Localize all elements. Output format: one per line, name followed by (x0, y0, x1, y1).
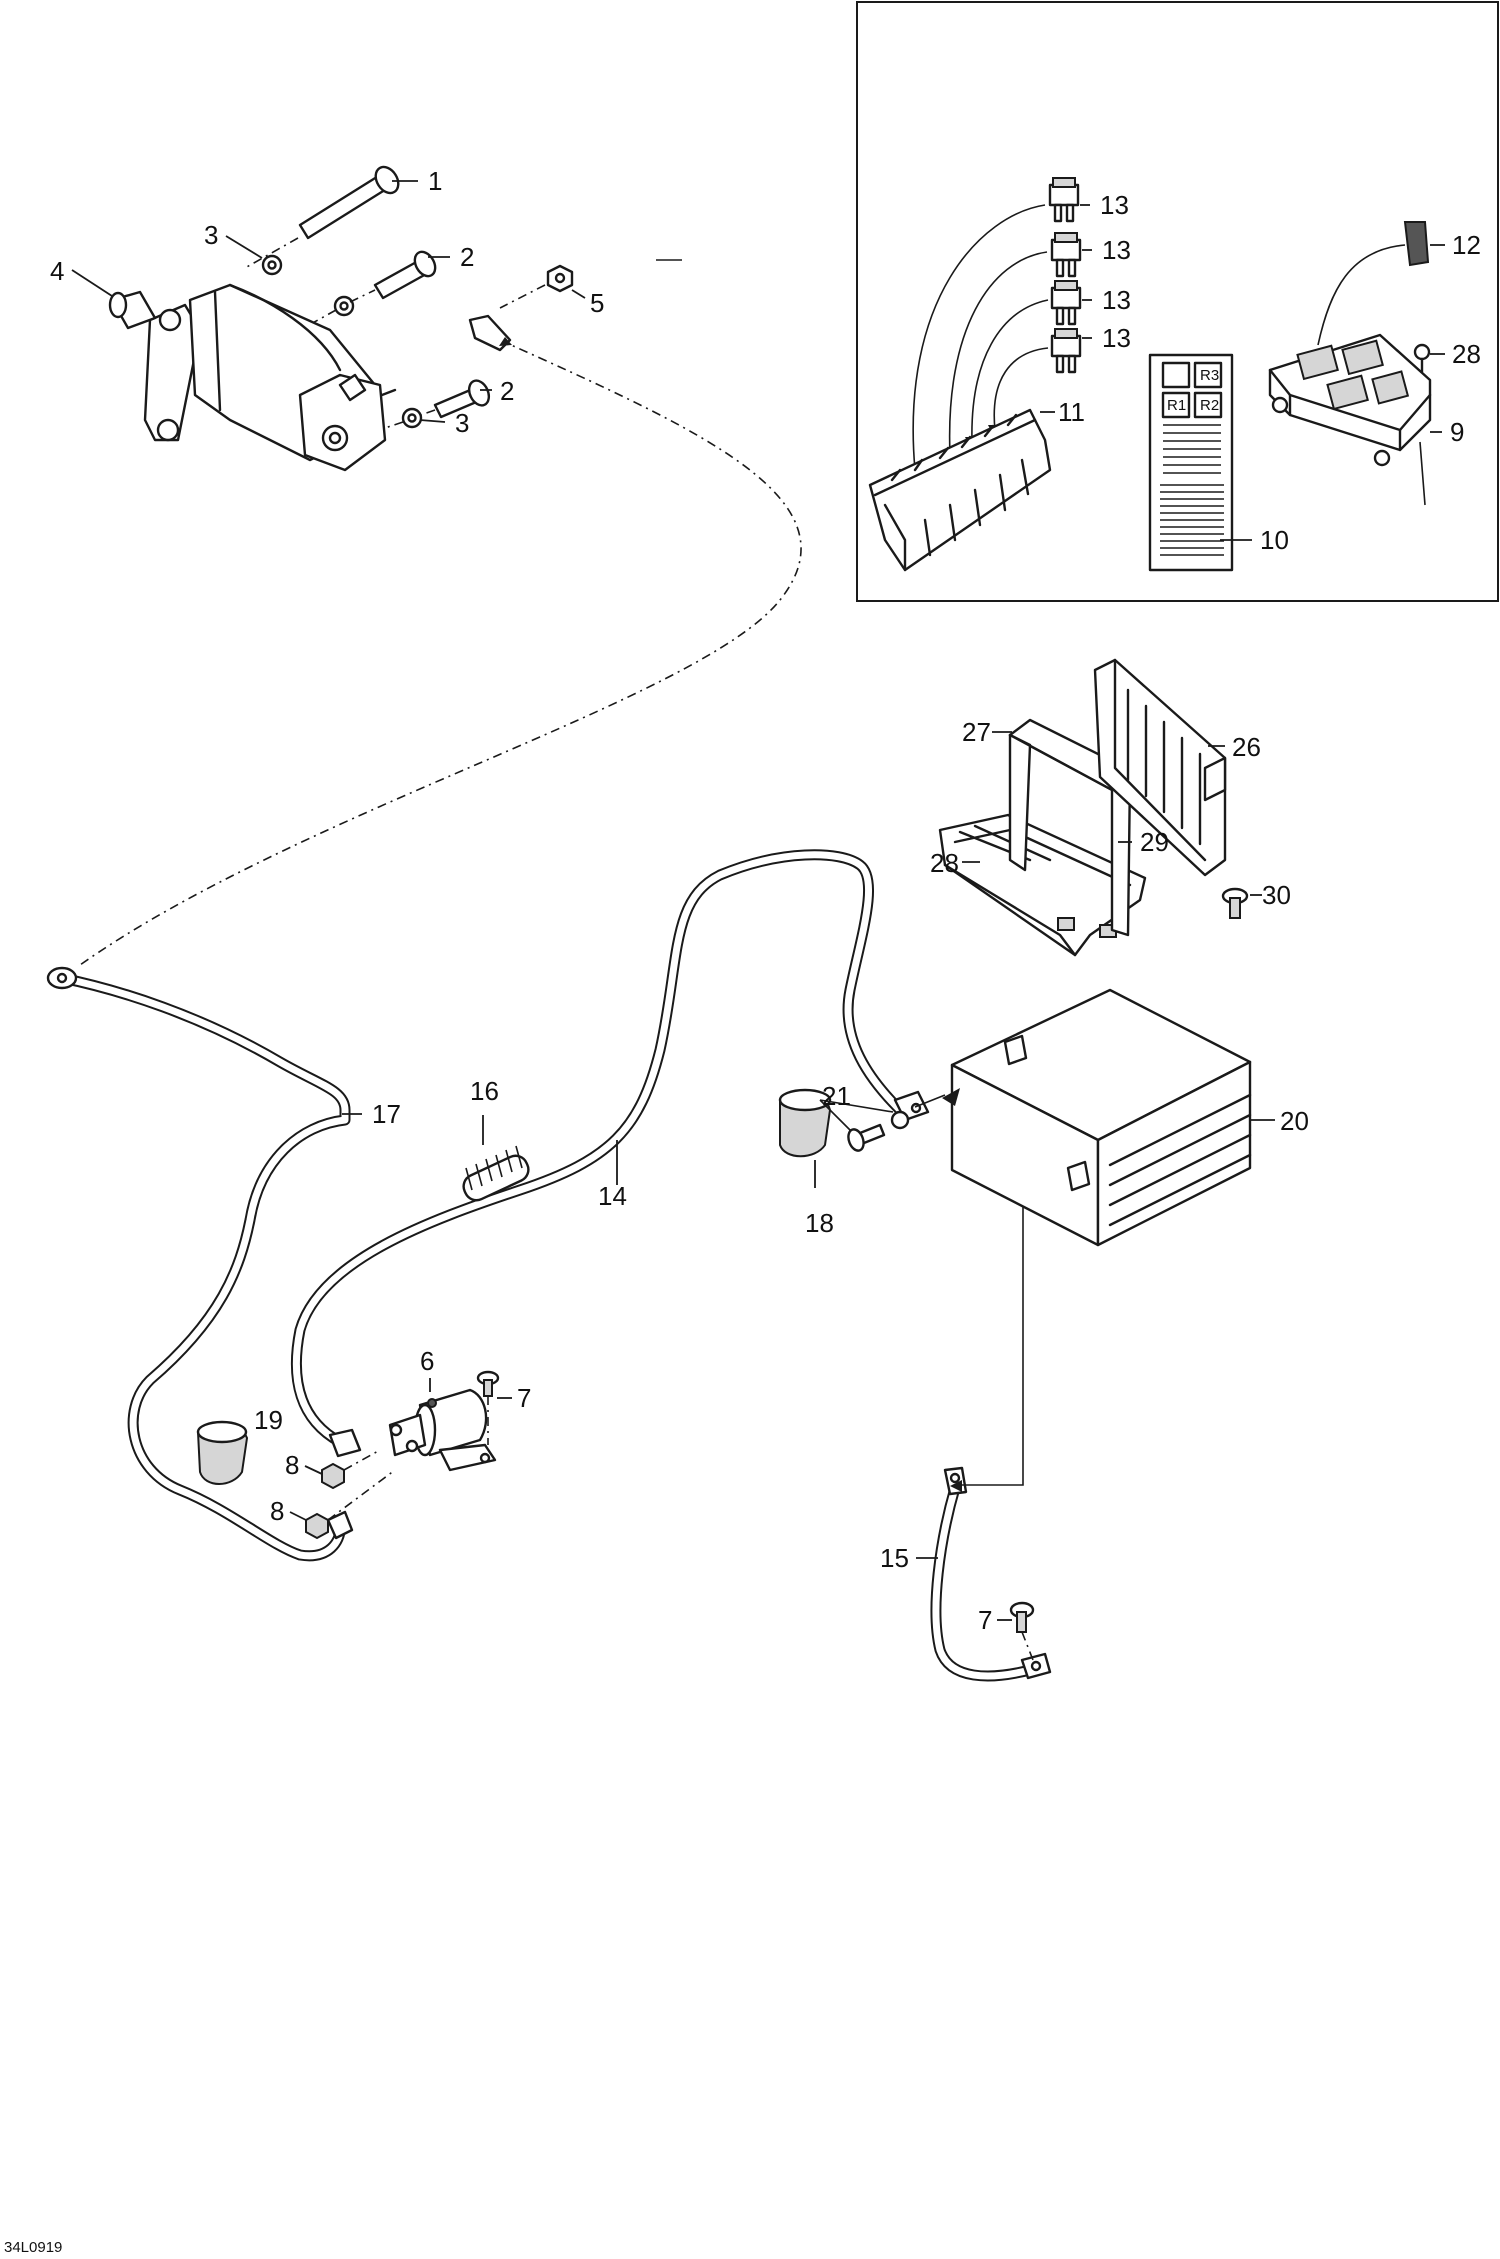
callout-19: 19 (254, 1405, 283, 1435)
fuse-label-r3: R3 (1200, 367, 1219, 384)
callout-3-bottom: 3 (455, 408, 469, 438)
callout-9: 9 (1450, 417, 1464, 447)
washer-3-bottom (401, 407, 423, 429)
solenoid-6 (388, 1388, 497, 1472)
callout-11: 11 (1058, 397, 1085, 427)
fuse-label-r2: R2 (1200, 397, 1219, 414)
routing-line-17 (79, 339, 802, 966)
callout-29: 29 (1140, 827, 1169, 857)
washer-3-top (261, 254, 283, 276)
starter-motor-4 (108, 283, 397, 472)
nut-8-a (321, 1449, 381, 1490)
battery-cover-26 (1093, 658, 1227, 877)
cable-17 (46, 966, 354, 1562)
screw-21 (819, 1099, 910, 1152)
fuse-13-b (1050, 232, 1082, 278)
callout-12: 12 (1452, 230, 1481, 260)
bolt-2-bottom (411, 379, 491, 419)
callout-13-a: 13 (1100, 190, 1129, 220)
callout-27: 27 (962, 717, 991, 747)
leader-lines (71, 180, 1445, 1621)
fuse-13-d (1050, 328, 1082, 374)
callout-28-inset: 28 (1452, 339, 1481, 369)
inset-frame (856, 1, 1499, 602)
fuse-label-sheet-10: R3 R1 R2 (1148, 353, 1234, 572)
fuse-label-r1: R1 (1167, 397, 1186, 414)
fuse-13-a (1048, 177, 1080, 223)
callout-13-b: 13 (1102, 235, 1131, 265)
bolt-1 (244, 165, 400, 269)
battery-20 (914, 988, 1252, 1247)
callout-17: 17 (372, 1099, 401, 1129)
drawing-code: 34L0919 (4, 2239, 62, 2256)
screw-28-inset (1413, 343, 1431, 374)
callout-2-top: 2 (460, 242, 474, 272)
callout-7-top: 7 (517, 1383, 531, 1413)
relay-12 (1317, 221, 1430, 346)
callout-7-bottom: 7 (978, 1605, 992, 1635)
fuse-13-c (1050, 280, 1082, 326)
callout-8-b: 8 (270, 1496, 284, 1526)
cable-14 (290, 849, 930, 1458)
callout-5: 5 (590, 288, 604, 318)
callout-10: 10 (1260, 525, 1289, 555)
screw-7-bottom (1009, 1601, 1035, 1661)
sleeve-16 (462, 1145, 530, 1202)
callout-30: 30 (1262, 880, 1291, 910)
nut-5 (499, 264, 574, 309)
callout-21: 21 (822, 1081, 851, 1111)
nut-8-b (305, 1469, 396, 1540)
callout-28-rack: 28 (930, 848, 959, 878)
terminal-cap-18 (778, 1088, 832, 1158)
callout-14: 14 (598, 1181, 627, 1211)
fuse-box-cover-11 (868, 408, 1052, 572)
callout-26: 26 (1232, 732, 1261, 762)
callout-20: 20 (1280, 1106, 1309, 1136)
washer-top-2 (333, 295, 355, 317)
callout-3-top: 3 (204, 220, 218, 250)
screw-7-top (476, 1370, 500, 1445)
cable-15 (930, 1466, 1052, 1682)
callout-18: 18 (805, 1208, 834, 1238)
callout-15: 15 (880, 1543, 909, 1573)
callout-2-bottom: 2 (500, 376, 514, 406)
callout-13-d: 13 (1102, 323, 1131, 353)
callout-8-a: 8 (285, 1450, 299, 1480)
fuse-box-9 (1268, 333, 1432, 506)
bolt-2-top (373, 250, 437, 300)
callout-1: 1 (428, 166, 442, 196)
callout-13-c: 13 (1102, 285, 1131, 315)
bolt-30 (1221, 887, 1249, 919)
callout-16: 16 (470, 1076, 499, 1106)
callout-4: 4 (50, 256, 64, 286)
terminal-cap-19 (196, 1420, 249, 1485)
callout-6: 6 (420, 1346, 434, 1376)
